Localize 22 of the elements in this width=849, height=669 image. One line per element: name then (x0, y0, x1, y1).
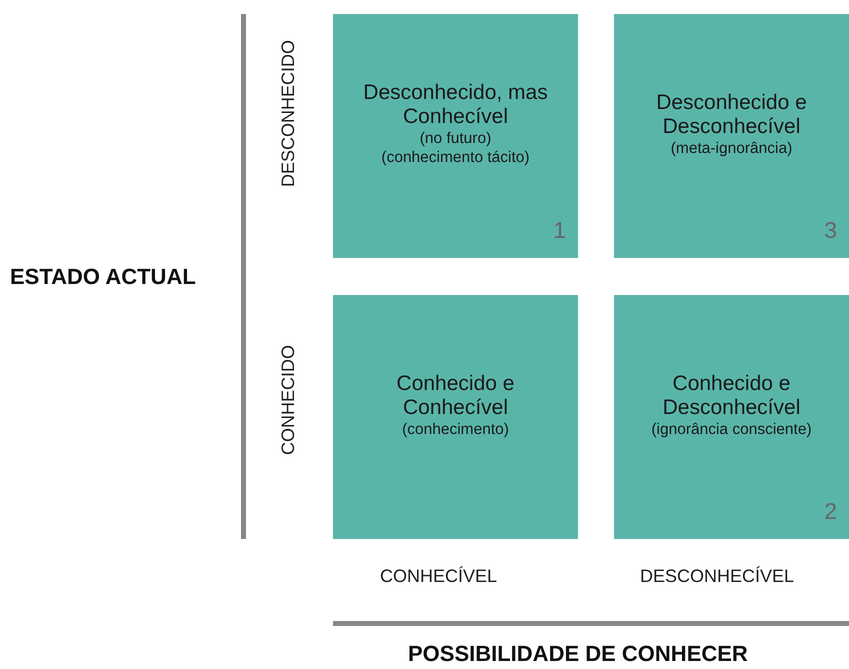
quadrant-title: Conhecido e Desconhecível (662, 372, 802, 420)
row-label: CONHECIDO (278, 345, 299, 456)
quadrant-note: (ignorância consciente) (651, 420, 812, 438)
quadrant-box (333, 14, 578, 258)
quadrant-box (333, 295, 578, 539)
quadrant-note: (no futuro) (420, 129, 492, 148)
quadrant-title: Conhecido e Conhecível (396, 372, 516, 420)
column-label: CONHECÍVEL (380, 566, 498, 587)
quadrant-box (614, 295, 849, 539)
axis-title: POSSIBILIDADE DE CONHECER (408, 641, 748, 667)
quadrant-number: 3 (824, 217, 837, 244)
quadrant-box (614, 14, 849, 258)
quadrant-number: 2 (824, 498, 837, 525)
quadrant-note: (conhecimento tácito) (381, 148, 530, 167)
quadrant-title: Desconhecido e Desconhecível (655, 90, 808, 138)
quadrant-number: 1 (553, 217, 566, 244)
axis-title: ESTADO ACTUAL (10, 264, 196, 290)
column-label: DESCONHECÍVEL (640, 566, 794, 587)
quadrant-note: (conhecimento) (402, 420, 509, 438)
row-label: DESCONHECIDO (278, 40, 299, 188)
quadrant-title: Desconhecido, mas Conhecível (362, 81, 549, 129)
quadrant-note: (meta-ignorância) (670, 138, 792, 158)
